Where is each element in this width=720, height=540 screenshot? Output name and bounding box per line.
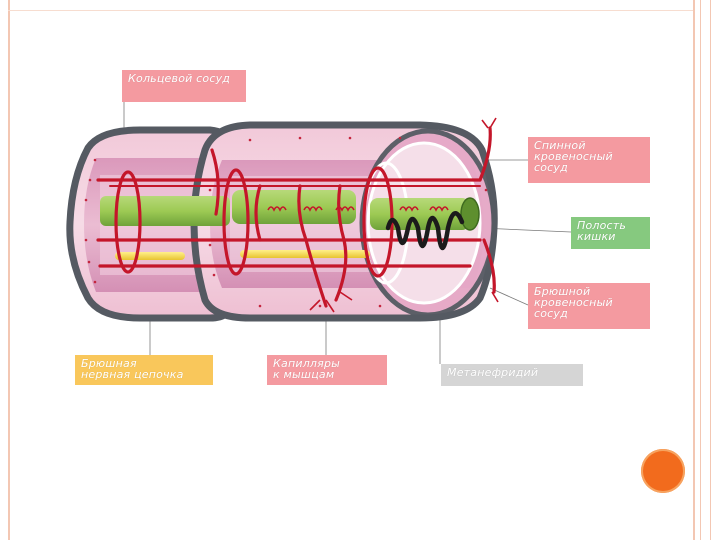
label-capillaries: Капилляры к мышцам: [267, 355, 387, 385]
label-nerve-cord: Брюшная нервная цепочка: [75, 355, 213, 385]
label-dorsal-vessel: Спинной кровеносный сосуд: [528, 137, 650, 183]
accent-circle: [641, 449, 685, 493]
label-gut-cavity: Полость кишки: [571, 217, 650, 249]
label-ventral-vessel: Брюшной кровеносный сосуд: [528, 283, 650, 329]
label-ring-vessel: Кольцевой сосуд: [122, 70, 246, 102]
label-metanephridium: Метанефридий: [441, 364, 583, 386]
